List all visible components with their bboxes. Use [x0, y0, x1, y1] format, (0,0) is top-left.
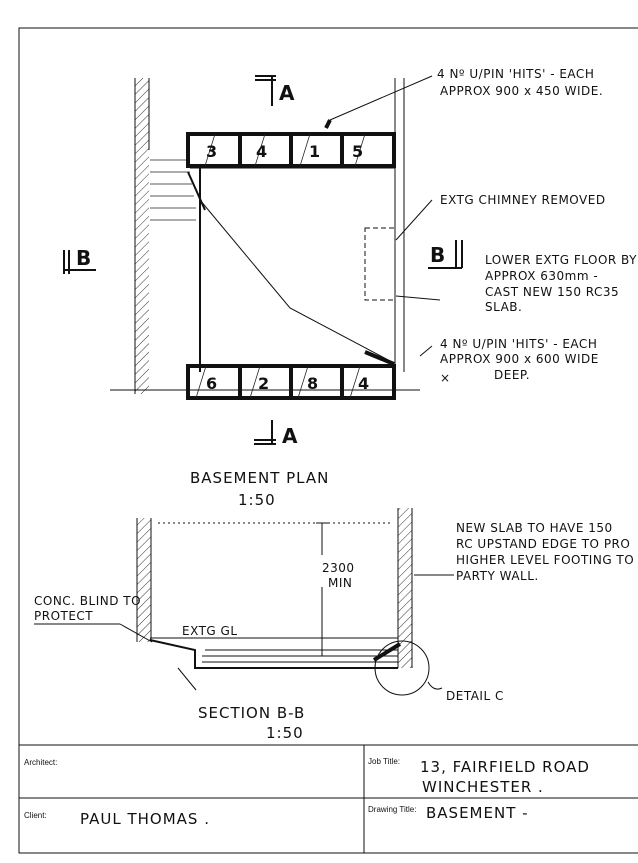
- note-bottom-pins: 4 Nº U/PIN 'HITS' - EACH APPROX 900 x 60…: [440, 337, 599, 385]
- pin-bottom-2: 2: [258, 374, 269, 393]
- svg-text:PROTECT: PROTECT: [34, 609, 93, 623]
- svg-text:CAST NEW 150 RC35: CAST NEW 150 RC35: [485, 285, 619, 299]
- sheet-border: [18, 27, 638, 854]
- note-chimney: EXTG CHIMNEY REMOVED: [440, 193, 606, 207]
- detail-c-label: DETAIL C: [446, 689, 504, 703]
- detail-c-circle: [374, 640, 430, 696]
- client-value: PAUL THOMAS .: [80, 810, 210, 828]
- note-slab: NEW SLAB TO HAVE 150 RC UPSTAND EDGE TO …: [456, 521, 634, 583]
- title-block: Architect: Client: PAUL THOMAS . Job Tit…: [19, 744, 638, 853]
- plan-title: BASEMENT PLAN: [190, 469, 329, 487]
- svg-text:PARTY WALL.: PARTY WALL.: [456, 569, 539, 583]
- section-marker-a-bottom: A: [254, 420, 298, 448]
- svg-text:4 Nº U/PIN 'HITS' - EACH: 4 Nº U/PIN 'HITS' - EACH: [437, 67, 594, 81]
- svg-text:RC UPSTAND EDGE TO PRO: RC UPSTAND EDGE TO PRO: [456, 537, 630, 551]
- section-marker-b-right: B: [428, 240, 463, 269]
- svg-text:4 Nº U/PIN 'HITS' - EACH: 4 Nº U/PIN 'HITS' - EACH: [440, 337, 597, 351]
- svg-text:B: B: [76, 246, 91, 270]
- section-right-wall: [398, 508, 412, 668]
- svg-text:APPROX 900 x 600 WIDE: APPROX 900 x 600 WIDE: [440, 352, 599, 366]
- section-marker-a-top: A: [255, 75, 295, 106]
- svg-text:A: A: [282, 424, 298, 448]
- note-conc-blind: CONC. BLIND TO PROTECT: [34, 594, 153, 643]
- pin-top-4: 5: [352, 142, 363, 161]
- drawing-title-label: Drawing Title:: [368, 805, 416, 814]
- svg-text:×: ×: [440, 371, 451, 385]
- height-unit: MIN: [328, 576, 352, 590]
- section-b-b: 2300 MIN EXTG GL DETAIL C NEW SLAB TO HA…: [34, 508, 634, 742]
- svg-text:HIGHER LEVEL FOOTING TO: HIGHER LEVEL FOOTING TO: [456, 553, 634, 567]
- architect-label: Architect:: [24, 758, 57, 767]
- job-title-label: Job Title:: [368, 757, 400, 766]
- svg-text:SLAB.: SLAB.: [485, 300, 522, 314]
- height-value: 2300: [322, 561, 355, 575]
- client-label: Client:: [24, 811, 47, 820]
- note-top-pins: 4 Nº U/PIN 'HITS' - EACH APPROX 900 x 45…: [437, 67, 603, 98]
- note-floor: LOWER EXTG FLOOR BY APPROX 630mm - CAST …: [485, 253, 637, 314]
- drawing-title-value: BASEMENT -: [426, 804, 529, 822]
- svg-text:DEEP.: DEEP.: [494, 368, 530, 382]
- svg-text:B: B: [430, 243, 445, 267]
- section-scale: 1:50: [266, 724, 304, 742]
- section-marker-b-left: B: [63, 246, 96, 274]
- pin-bottom-4: 4: [358, 374, 369, 393]
- svg-text:NEW SLAB TO HAVE 150: NEW SLAB TO HAVE 150: [456, 521, 613, 535]
- pin-bottom-3: 8: [307, 374, 318, 393]
- bottom-underpin-hits: 6 2 8 4: [186, 364, 396, 400]
- job-title-line1: 13, FAIRFIELD ROAD: [420, 758, 590, 776]
- left-party-wall: [135, 78, 149, 394]
- job-title-line2: WINCHESTER .: [422, 778, 544, 796]
- svg-text:CONC. BLIND TO: CONC. BLIND TO: [34, 594, 141, 608]
- pin-top-1: 3: [206, 142, 217, 161]
- chimney-removed-outline: [364, 227, 396, 301]
- plan-scale: 1:50: [238, 491, 276, 509]
- section-left-wall: [137, 518, 151, 642]
- stair-hatching: [150, 159, 196, 221]
- svg-text:APPROX 900 x 450 WIDE.: APPROX 900 x 450 WIDE.: [440, 84, 603, 98]
- ground-level-label: EXTG GL: [182, 624, 238, 638]
- basement-plan: 3 4 1 5 6 2 8 4 A: [63, 67, 637, 509]
- pin-top-2: 4: [256, 142, 267, 161]
- section-title: SECTION B-B: [198, 704, 305, 722]
- svg-text:LOWER EXTG FLOOR BY: LOWER EXTG FLOOR BY: [485, 253, 637, 267]
- pin-bottom-1: 6: [206, 374, 217, 393]
- svg-text:APPROX 630mm -: APPROX 630mm -: [485, 269, 598, 283]
- top-underpin-hits: 3 4 1 5: [186, 132, 396, 168]
- pin-top-3: 1: [309, 142, 320, 161]
- svg-text:A: A: [279, 81, 295, 105]
